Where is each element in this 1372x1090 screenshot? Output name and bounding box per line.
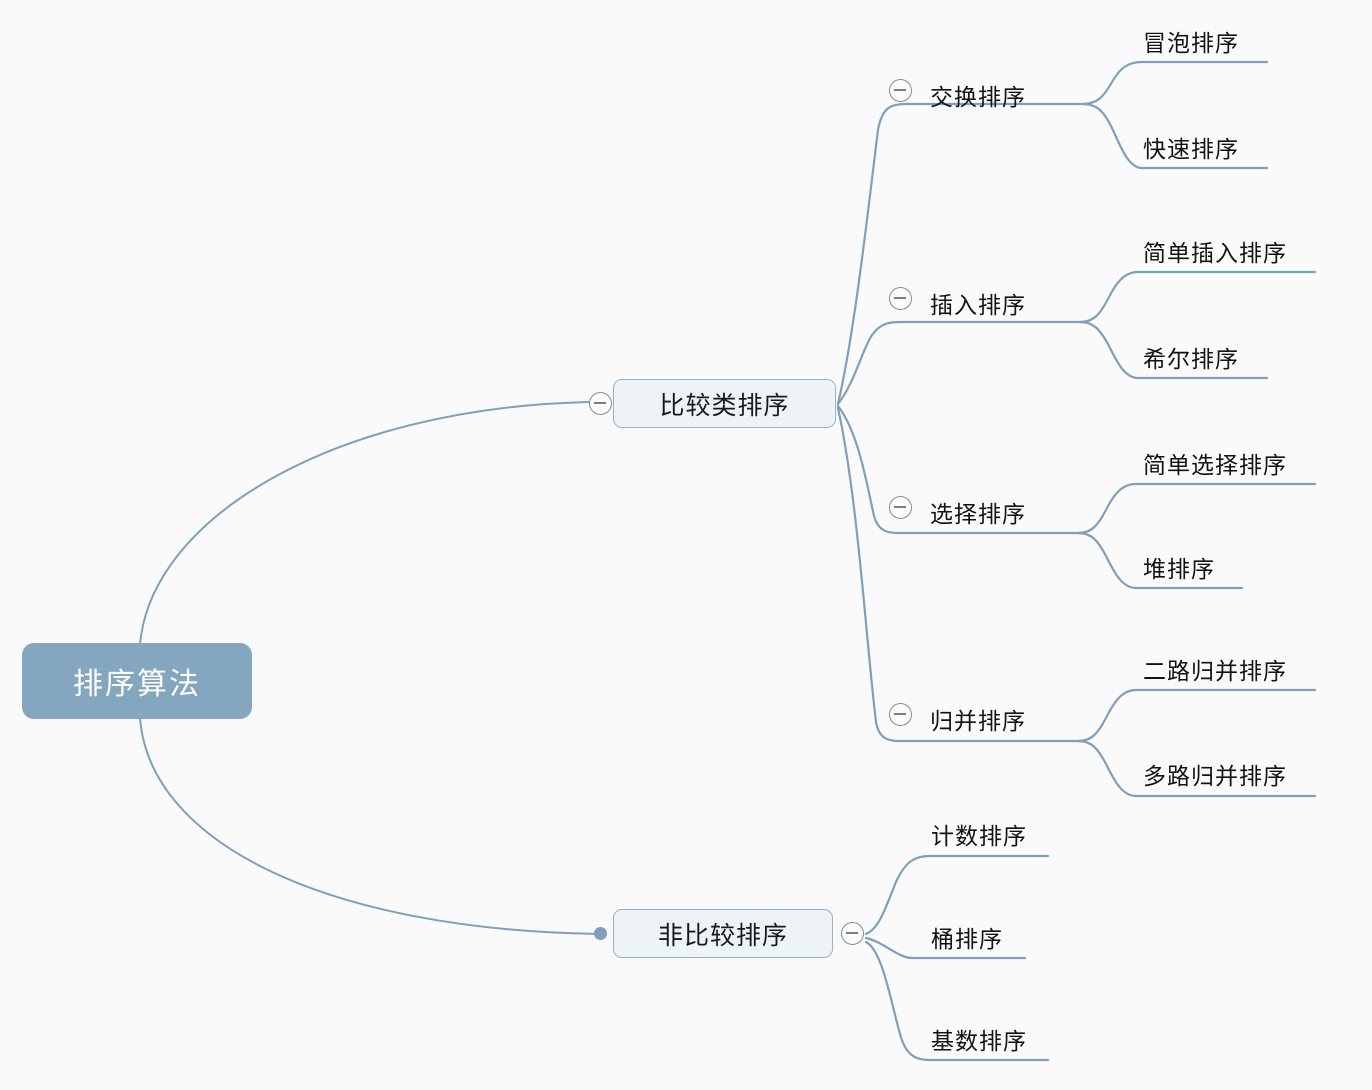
root-node[interactable]: 排序算法 [22,643,252,719]
collapse-minus-icon-merge[interactable] [889,703,912,726]
edge-exchange-to-bubble [1080,60,1269,106]
branch-node-noncompare[interactable]: 非比较排序 [613,909,833,958]
edge-root-to-noncompare [139,717,601,935]
edge-compare-to-exchange [836,102,1084,406]
collapse-minus-icon-compare[interactable] [589,392,612,415]
leaf-bubble-sort[interactable]: 冒泡排序 [1143,31,1239,56]
collapse-minus-icon-select[interactable] [889,496,912,519]
edge-compare-to-insert [836,320,1082,406]
node-merge-sort[interactable]: 归并排序 [930,709,1026,734]
leaf-simple-select-sort[interactable]: 简单选择排序 [1143,453,1287,478]
leaf-multi-way-merge-sort[interactable]: 多路归并排序 [1143,764,1287,789]
node-select-sort[interactable]: 选择排序 [930,502,1026,527]
edge-compare-to-merge [836,406,1080,743]
collapse-minus-icon-insert[interactable] [889,287,912,310]
edge-merge-to-two-way [1076,688,1317,743]
leaf-radix-sort[interactable]: 基数排序 [931,1029,1027,1054]
collapse-minus-icon-exchange[interactable] [889,79,912,102]
leaf-heap-sort[interactable]: 堆排序 [1143,557,1215,582]
leaf-shell-sort[interactable]: 希尔排序 [1143,347,1239,372]
edge-select-to-simple-select [1076,482,1317,535]
collapse-minus-icon-noncompare[interactable] [841,922,864,945]
leaf-counting-sort[interactable]: 计数排序 [931,824,1027,849]
node-exchange-sort[interactable]: 交换排序 [930,85,1026,110]
leaf-simple-insert-sort[interactable]: 简单插入排序 [1143,241,1287,266]
edge-insert-to-simple-insert [1078,270,1317,324]
branch-node-compare[interactable]: 比较类排序 [613,379,836,428]
leaf-two-way-merge-sort[interactable]: 二路归并排序 [1143,659,1287,684]
node-insert-sort[interactable]: 插入排序 [930,293,1026,318]
leaf-quick-sort[interactable]: 快速排序 [1143,137,1239,162]
edge-root-to-compare [139,401,590,646]
leaf-bucket-sort[interactable]: 桶排序 [931,927,1003,952]
connection-dot-noncompare [594,927,607,940]
